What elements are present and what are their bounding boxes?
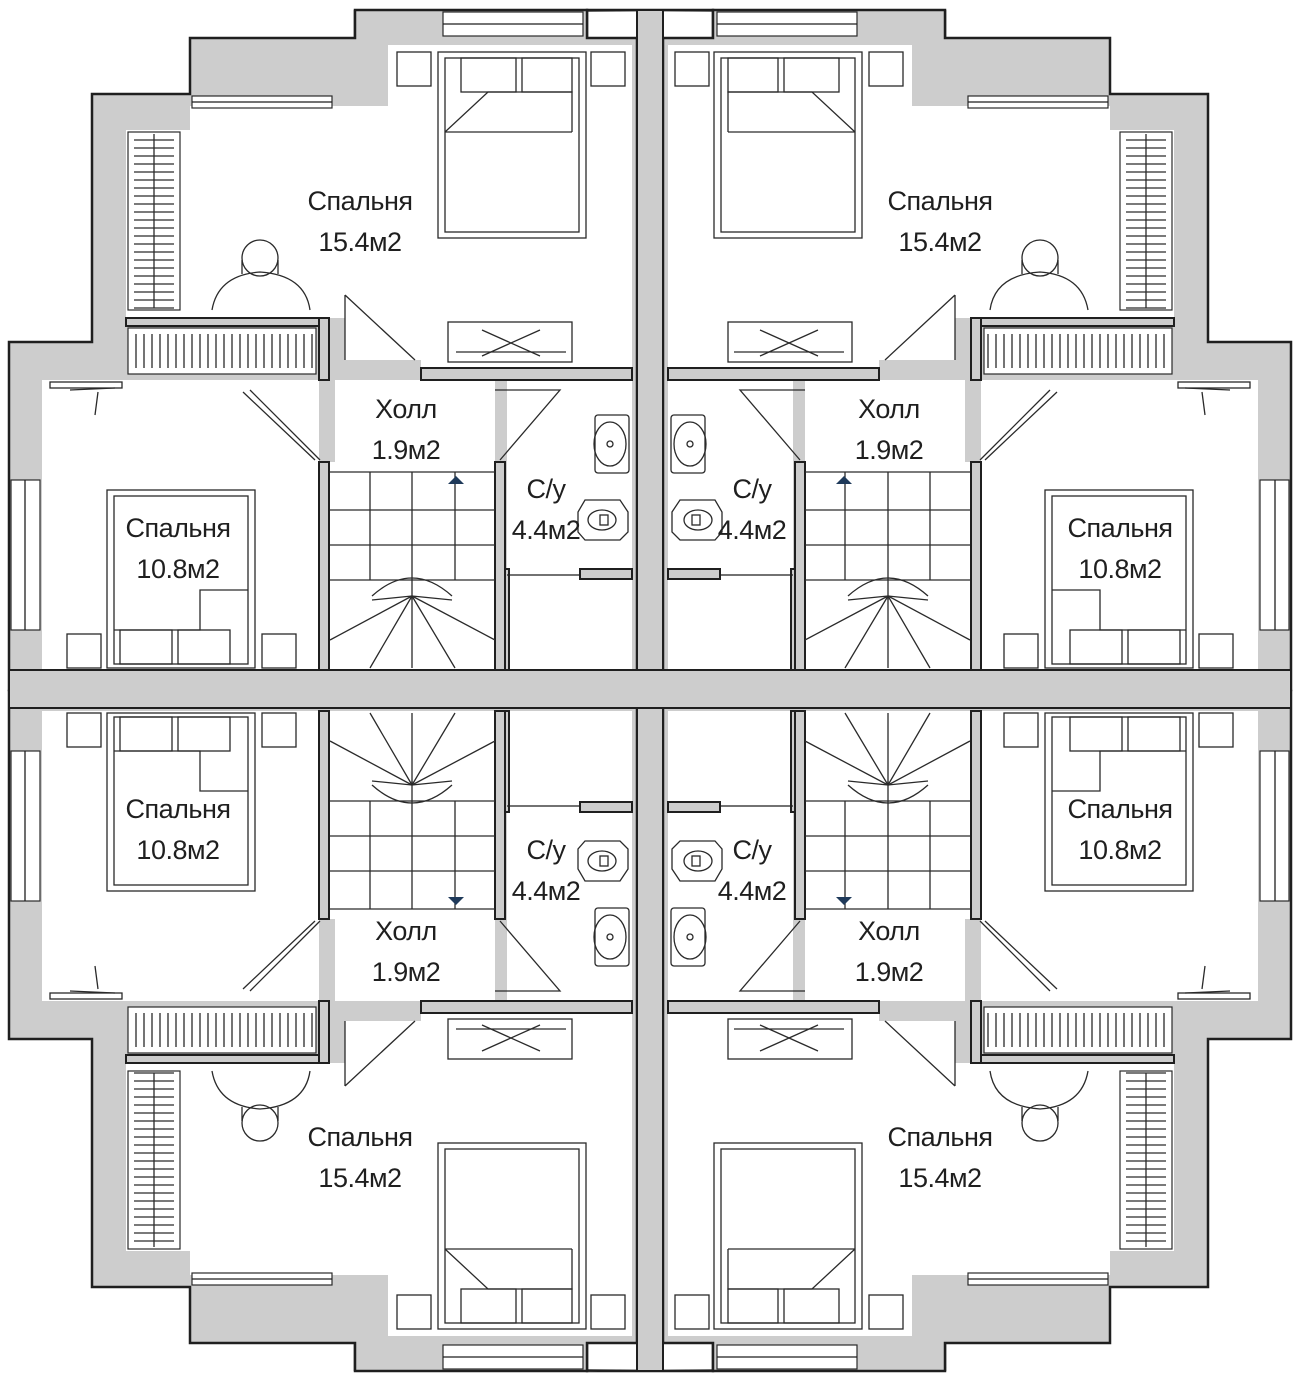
room-name-bedroom-large-nw: Спальня	[308, 186, 413, 216]
room-name-bedroom-large-sw: Спальня	[308, 1122, 413, 1152]
room-name-bathroom-nw: С/у	[527, 474, 567, 504]
unit-south-west	[7, 689, 652, 1373]
room-area-bedroom-large-sw: 15.4м2	[318, 1163, 401, 1193]
room-name-hall-se: Холл	[858, 916, 920, 946]
room-area-bedroom-small-se: 10.8м2	[1078, 835, 1161, 865]
room-name-bedroom-small-nw: Спальня	[126, 513, 231, 543]
room-name-bedroom-small-ne: Спальня	[1068, 513, 1173, 543]
room-area-bathroom-se: 4.4м2	[718, 876, 787, 906]
room-name-hall-sw: Холл	[375, 916, 437, 946]
room-area-bathroom-sw: 4.4м2	[512, 876, 581, 906]
room-area-bedroom-small-sw: 10.8м2	[136, 835, 219, 865]
room-name-bathroom-ne: С/у	[733, 474, 773, 504]
unit-north-west	[7, 8, 652, 692]
room-area-bedroom-large-se: 15.4м2	[898, 1163, 981, 1193]
unit-north-east	[648, 8, 1293, 692]
room-area-bedroom-large-ne: 15.4м2	[898, 227, 981, 257]
room-area-bathroom-ne: 4.4м2	[718, 515, 787, 545]
unit-south-east	[648, 689, 1293, 1373]
room-area-hall-sw: 1.9м2	[372, 957, 441, 987]
room-name-bathroom-se: С/у	[733, 835, 773, 865]
room-area-hall-nw: 1.9м2	[372, 435, 441, 465]
room-name-bedroom-large-ne: Спальня	[888, 186, 993, 216]
room-area-bedroom-small-nw: 10.8м2	[136, 554, 219, 584]
room-name-hall-ne: Холл	[858, 394, 920, 424]
room-area-hall-ne: 1.9м2	[855, 435, 924, 465]
room-name-hall-nw: Холл	[375, 394, 437, 424]
room-name-bathroom-sw: С/у	[527, 835, 567, 865]
room-area-hall-se: 1.9м2	[855, 957, 924, 987]
room-area-bedroom-large-nw: 15.4м2	[318, 227, 401, 257]
room-area-bedroom-small-ne: 10.8м2	[1078, 554, 1161, 584]
room-name-bedroom-small-sw: Спальня	[126, 794, 231, 824]
room-area-bathroom-nw: 4.4м2	[512, 515, 581, 545]
room-name-bedroom-small-se: Спальня	[1068, 794, 1173, 824]
room-name-bedroom-large-se: Спальня	[888, 1122, 993, 1152]
